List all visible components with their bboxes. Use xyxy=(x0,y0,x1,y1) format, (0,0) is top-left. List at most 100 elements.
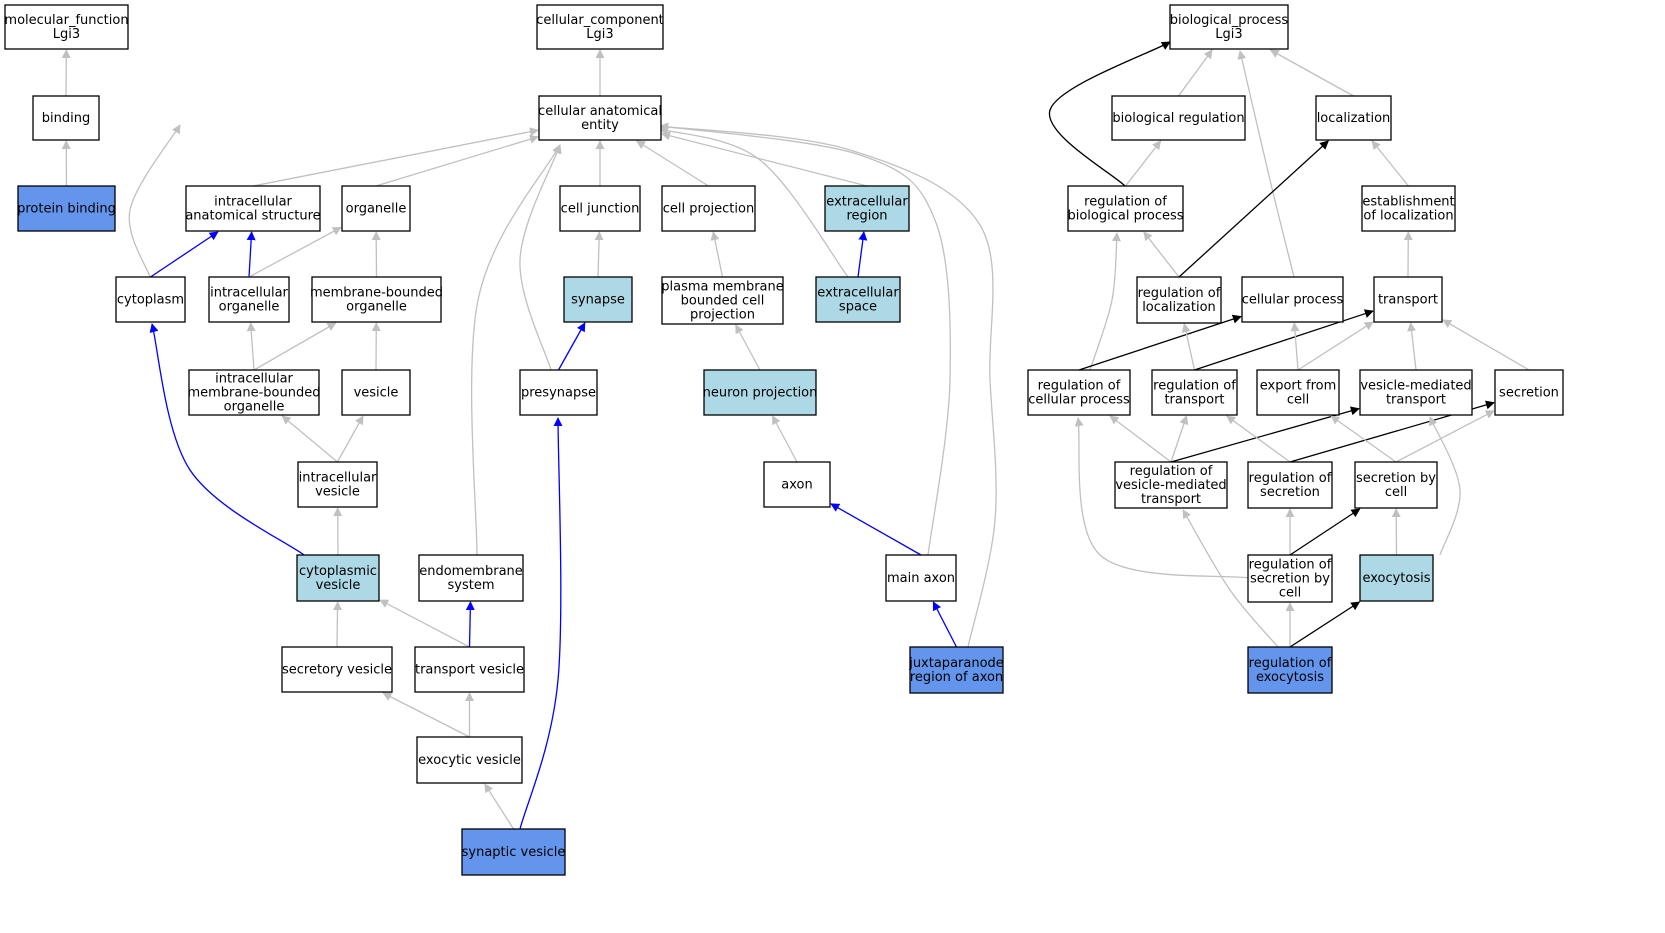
edge-efc-to-transport xyxy=(1297,321,1374,371)
node-box xyxy=(1169,4,1289,50)
node-transport[interactable]: transport xyxy=(1373,276,1443,323)
node-cell-projection[interactable]: cell projection xyxy=(661,185,756,232)
node-label-line: cell xyxy=(1385,485,1407,500)
node-label-line: Lgi3 xyxy=(586,27,613,42)
node-box xyxy=(185,185,321,232)
node-label-line: organelle xyxy=(224,399,285,414)
edge-extracellular_space-to-cae xyxy=(659,127,849,278)
node-cp[interactable]: cellular process xyxy=(1241,276,1344,323)
node-synapse[interactable]: synapse xyxy=(563,276,633,323)
node-label-line: extracellular xyxy=(817,285,899,300)
node-label-line: organelle xyxy=(346,201,407,216)
node-label-line: extracellular xyxy=(826,194,908,209)
node-label-line: molecular_function xyxy=(4,13,128,28)
node-neuron-projection[interactable]: neuron projection xyxy=(703,369,818,416)
node-presynapse[interactable]: presynapse xyxy=(519,369,598,416)
node-localization[interactable]: localization xyxy=(1315,95,1392,141)
node-tv[interactable]: transport vesicle xyxy=(414,646,525,693)
node-box xyxy=(208,276,290,323)
node-box xyxy=(1354,461,1438,509)
node-box xyxy=(414,646,525,693)
node-sv[interactable]: secretory vesicle xyxy=(281,646,393,693)
node-label-line: entity xyxy=(581,118,619,133)
edge-rcp-to-cp xyxy=(1078,314,1242,371)
edge-presynapse-to-synapse xyxy=(557,322,586,371)
node-label-line: Lgi3 xyxy=(53,27,80,42)
node-box xyxy=(1027,369,1131,416)
edge-localization-to-bp xyxy=(1269,49,1354,97)
edge-cell_projection-to-cae xyxy=(635,140,709,187)
node-cell-junction[interactable]: cell junction xyxy=(559,185,641,232)
node-box xyxy=(1494,369,1564,416)
node-label-line: regulation of xyxy=(1084,194,1167,209)
edge-rbp-to-bp xyxy=(1049,41,1171,187)
node-label-line: regulation of xyxy=(1130,464,1213,479)
node-ev[interactable]: exocytic vesicle xyxy=(416,736,523,784)
node-protein-binding[interactable]: protein binding xyxy=(17,185,116,232)
node-label-line: cell projection xyxy=(663,201,754,216)
edge-exocytosis-to-vmt xyxy=(1428,416,1461,556)
edge-rbp-to-bio_reg xyxy=(1124,140,1162,187)
edge-imbo-to-mbo xyxy=(253,322,337,371)
node-label-line: main axon xyxy=(887,571,955,586)
node-organelle[interactable]: organelle xyxy=(341,185,411,232)
node-cytoplasm[interactable]: cytoplasm xyxy=(115,276,186,323)
node-label-line: regulation of xyxy=(1138,286,1221,301)
node-box xyxy=(1247,461,1333,509)
node-box xyxy=(1067,185,1184,232)
edge-tv-to-es xyxy=(465,601,475,648)
edge-ev-to-sv xyxy=(382,692,470,738)
node-label-line: secretion by xyxy=(1250,571,1330,586)
node-box xyxy=(1359,554,1434,602)
edge-rot-to-rol xyxy=(1181,323,1196,371)
node-axon[interactable]: axon xyxy=(763,461,831,508)
node-label-line: neuron projection xyxy=(703,385,818,400)
node-box xyxy=(1315,95,1392,141)
edge-main_axon-to-cae xyxy=(659,122,951,556)
node-label-line: regulation of xyxy=(1249,557,1332,572)
node-main-axon[interactable]: main axon xyxy=(885,554,957,602)
node-box xyxy=(1359,369,1473,416)
node-label-line: cell junction xyxy=(561,201,640,216)
node-vesicle[interactable]: vesicle xyxy=(341,369,411,416)
edge-efc-to-cp xyxy=(1290,322,1300,371)
node-binding[interactable]: binding xyxy=(32,95,100,141)
node-label-line: transport vesicle xyxy=(415,662,524,677)
edge-neuron_projection-to-pmbcp xyxy=(735,324,761,371)
edge-io-to-organelle xyxy=(248,226,342,278)
node-bio-reg[interactable]: biological regulation xyxy=(1111,95,1246,141)
node-exocytosis[interactable]: exocytosis xyxy=(1359,554,1434,602)
node-box xyxy=(885,554,957,602)
node-syn-ves[interactable]: synaptic vesicle xyxy=(461,828,566,876)
edge-ias-to-cae xyxy=(252,127,539,187)
node-secretion[interactable]: secretion xyxy=(1494,369,1564,416)
node-label-line: regulation of xyxy=(1249,471,1332,486)
